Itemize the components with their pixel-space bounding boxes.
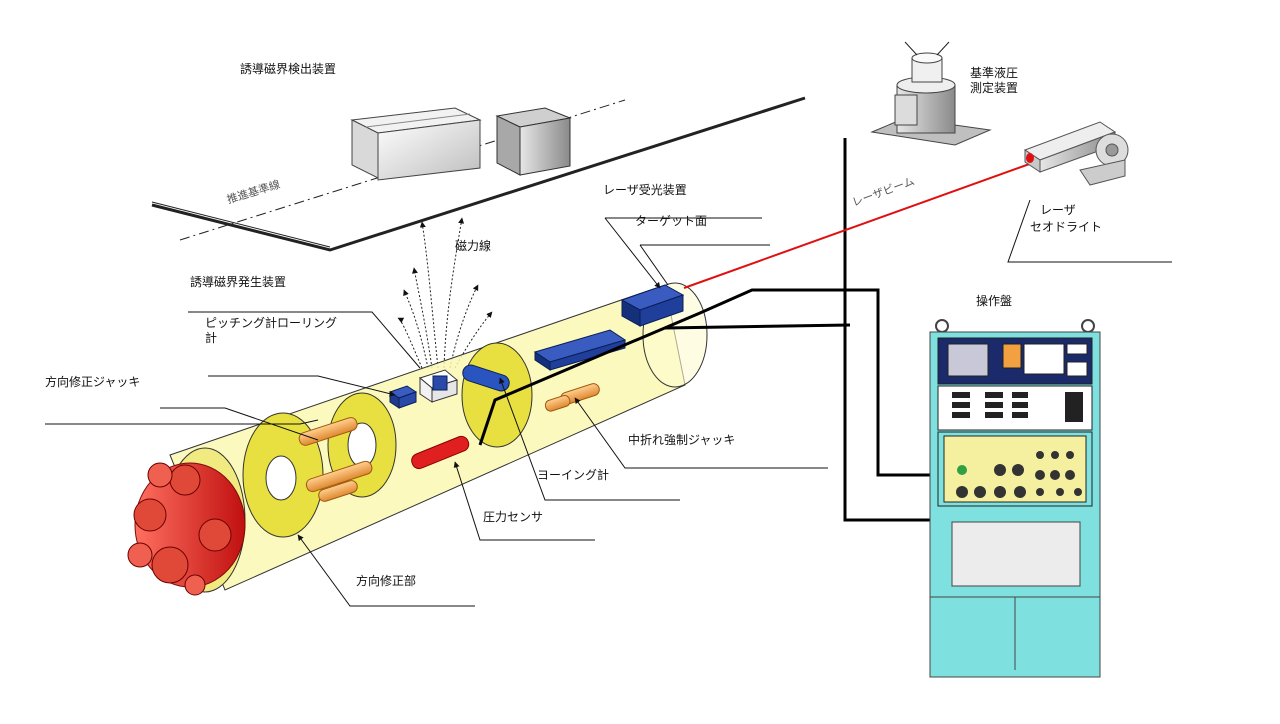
cables: [478, 138, 930, 522]
label-reference-hydraulic-line2: 測定装置: [970, 81, 1019, 95]
label-magnetic-field-lines: 磁力線: [455, 239, 492, 253]
leader-lines: [45, 199, 1172, 607]
blue-long-box: [533, 329, 627, 371]
laser-beam-line: [683, 161, 1036, 289]
label-mid-bend-jack: 中折れ強制ジャッキ: [628, 433, 736, 447]
label-direction-jack: 方向修正ジャッキ: [45, 375, 141, 389]
label-induced-field-detector: 誘導磁界検出装置: [240, 62, 337, 76]
label-reference-hydraulic-line1: 基準液圧: [970, 66, 1019, 80]
label-yawing-meter: ヨーイング計: [537, 468, 610, 482]
hydraulic-device: [870, 41, 992, 146]
label-control-panel: 操作盤: [976, 294, 1013, 308]
label-induced-field-generator: 誘導磁界発生装置: [190, 275, 287, 289]
mid-bend-jacks: [544, 383, 600, 412]
label-pitching-rolling-line2: 計: [205, 331, 218, 345]
ring-3: [461, 342, 533, 448]
detector-box-gray: [495, 107, 572, 176]
yawing-meter-cylinder: [462, 364, 510, 392]
label-direction-section: 方向修正部: [356, 574, 417, 588]
field-generator-box: [418, 369, 459, 403]
control-panel-cabinet: [929, 319, 1101, 678]
label-pitching-rolling-line1: ピッチング計ローリング: [205, 316, 338, 330]
label-laser-receiver: レーザ受光装置: [603, 183, 687, 197]
label-laser-theodolite-line2: セオドライト: [1030, 220, 1103, 234]
detector-box-white: [350, 107, 482, 181]
cutter-head: [127, 447, 246, 596]
label-pressure-sensor: 圧力センサ: [483, 510, 544, 524]
label-target-surface: ターゲット面: [635, 214, 708, 228]
label-laser-theodolite-line1: レーザ: [1040, 203, 1076, 217]
laser-theodolite: [1023, 121, 1129, 186]
pressure-sensor-cylinder: [411, 435, 470, 470]
laser-receiver-box: [620, 284, 685, 327]
